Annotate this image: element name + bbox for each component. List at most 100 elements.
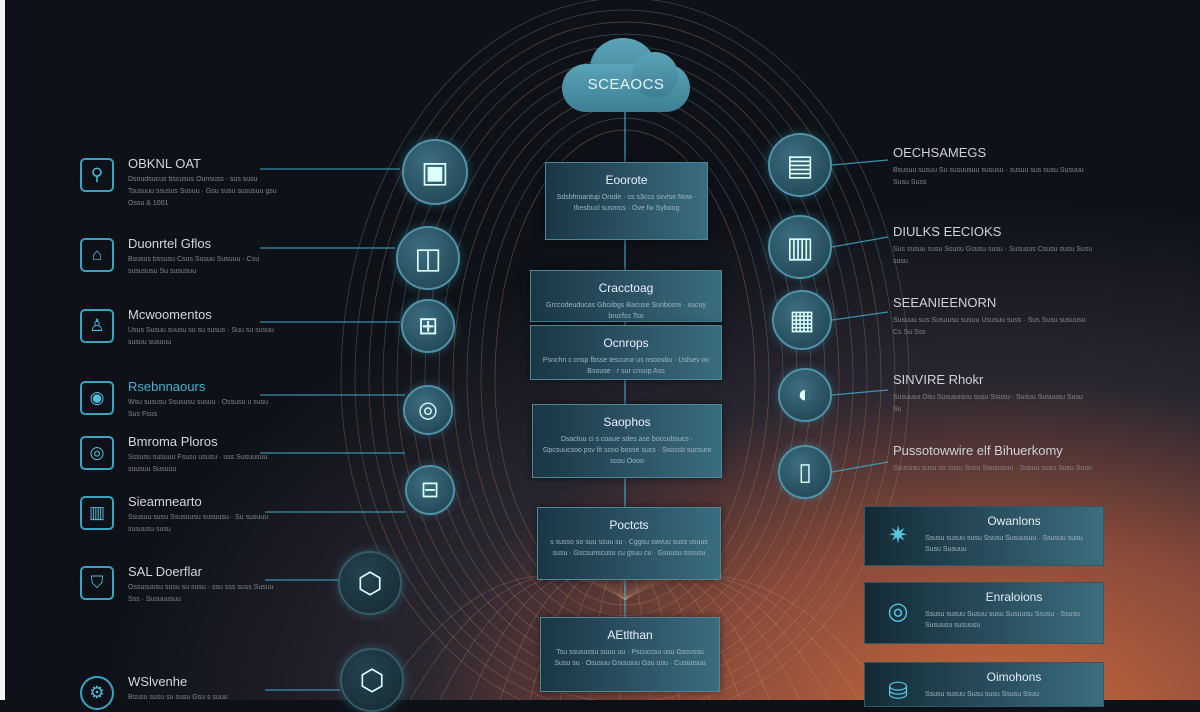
left-feature-description: Bsusus bssusu Csus Susuu Susuuu · Csu su… xyxy=(128,256,260,275)
right-card-title: Owanlons xyxy=(987,514,1041,528)
center-box-description: Sdsbfnoantup Orode · cs s3ccs sxvtse Now… xyxy=(556,194,697,212)
connector-line xyxy=(831,461,889,473)
connector-line xyxy=(368,21,882,381)
right-card-description: Ssusu susuu Susuu susu Susuusu Ssusu · S… xyxy=(925,611,1080,629)
right-feature-item[interactable]: OECHSAMEGS Bsusuu susuu Su susuusuu susus… xyxy=(893,145,1093,189)
left-feature-title: Duonrtel Gflos xyxy=(128,236,212,251)
connector-line xyxy=(831,311,889,321)
hub-node-icon[interactable]: ▦ xyxy=(772,290,832,350)
left-feature-title: Bmroma Ploros xyxy=(128,434,218,449)
sparkle-icon: ✷ xyxy=(887,522,909,549)
right-card-title: Oimohons xyxy=(986,670,1042,684)
left-feature-title: Mcwoomentos xyxy=(128,307,212,322)
chart-icon: ▥ xyxy=(80,496,114,530)
right-feature-title: OECHSAMEGS xyxy=(893,145,987,160)
connector-line xyxy=(382,33,868,381)
left-feature-title: WSlvenhe xyxy=(128,674,188,689)
hub-node-icon[interactable]: ▯ xyxy=(778,445,832,499)
right-feature-description: Sus susuu susu Ssusu Gsusu susu · Sususu… xyxy=(893,246,1093,265)
center-box[interactable]: Poctcts s susso so suu ssuu su · Cggsu sw… xyxy=(537,507,721,580)
connector-line xyxy=(624,575,801,700)
connector-line xyxy=(354,379,896,700)
connector-line xyxy=(368,379,882,700)
right-feature-item[interactable]: DIULKS EECIOKS Sus susuu susu Ssusu Gsusu… xyxy=(893,224,1093,268)
eye-icon: ◉ xyxy=(80,381,114,415)
left-feature-description: Dsoudsucus bscusus Ounsuss · sus susu Ts… xyxy=(128,176,277,207)
center-box-description: Grccodeuducas Gbciibgs Bacuse Sunbosre ·… xyxy=(546,302,706,320)
connector-line xyxy=(624,575,741,700)
hub-node-icon[interactable]: ⬡ xyxy=(338,551,402,615)
center-box-title: Saophos xyxy=(603,415,651,429)
left-feature-description: Usus Susuu suusu su su susus · Suu su su… xyxy=(128,327,274,346)
cloud-label: SCEAOCS xyxy=(587,76,665,93)
right-feature-title: DIULKS EECIOKS xyxy=(893,224,1002,239)
left-feature-description: Ssusuu susu Ssusuusu susuusu · Su susuuu… xyxy=(128,514,269,533)
hub-node-icon[interactable]: ⊞ xyxy=(401,299,455,353)
connector-line xyxy=(409,575,626,700)
database-icon: ⛁ xyxy=(887,678,909,705)
lightbulb-icon: ⚲ xyxy=(80,158,114,192)
shield-icon: ⛉ xyxy=(80,566,114,600)
center-box-title: Poctcts xyxy=(609,518,649,532)
connector-line xyxy=(354,9,896,381)
left-feature-title: SAL Doerflar xyxy=(128,564,202,579)
connector-line xyxy=(340,0,910,381)
right-feature-title: SINVIRE Rhokr xyxy=(893,372,984,387)
center-box-description: s susso so suu ssuu su · Cggsu swvuu sus… xyxy=(550,539,708,557)
connector-line xyxy=(499,575,626,700)
left-feature-title: OBKNL OAT xyxy=(128,156,201,171)
left-feature-description: Wsu sususu Ssususu susuu · Ossusu u susu… xyxy=(128,399,269,418)
left-feature-description: Bsusu susu su susu Gsu s suuu xyxy=(128,694,228,701)
connector-line xyxy=(439,575,626,700)
center-box-title: Cracctoag xyxy=(598,281,654,295)
hub-node-icon[interactable]: ◐ xyxy=(778,368,832,422)
connector-line xyxy=(624,575,771,700)
center-box-title: AEtlthan xyxy=(607,628,653,642)
right-card-title: Enraloions xyxy=(985,590,1043,604)
hub-node-icon[interactable]: ▣ xyxy=(402,139,468,205)
right-feature-title: Pussotowwire elf Bihuerkomy xyxy=(893,443,1063,458)
right-feature-description: Bsusuu susuu Su susuusuu sususu · susuu … xyxy=(893,167,1084,186)
left-feature-title: Sieamnearto xyxy=(128,494,202,509)
left-feature-title: Rsebnnaours xyxy=(128,379,206,394)
connector-line xyxy=(469,575,626,700)
hub-node-icon[interactable]: ⊟ xyxy=(405,465,455,515)
target-icon: ◎ xyxy=(887,598,909,625)
hub-node-icon[interactable]: ▥ xyxy=(768,215,832,279)
hub-node-icon[interactable]: ⬡ xyxy=(340,648,404,712)
right-card-description: Ssusu susuu Susu susu Ssusu Ssuu xyxy=(925,691,1040,698)
right-feature-item[interactable]: SEEANIEENORN Susuuu sus Susuusu susuu Usu… xyxy=(893,295,1093,339)
building-icon: ⌂ xyxy=(80,238,114,272)
connector-line xyxy=(624,575,891,700)
left-feature-description: Sssusu susuuu Fsusu ususu · uss Susuusuu… xyxy=(128,454,268,473)
center-box-description: Psnchn c cnsp fbsse tescurur us nsoosbu … xyxy=(542,357,710,375)
right-feature-description: Susuuu sus Susuusu susuu Ususuu suss · S… xyxy=(893,317,1086,336)
connector-line xyxy=(624,575,861,700)
hub-node-icon[interactable]: ◫ xyxy=(396,226,460,290)
connector-line xyxy=(624,575,831,700)
hub-node-icon[interactable]: ▤ xyxy=(768,133,832,197)
connector-line xyxy=(831,159,889,166)
center-box-title: Eoorote xyxy=(605,173,648,187)
right-card-description: Ssusu susuu susu Ssusu Susuusuu · Ssusuu… xyxy=(925,535,1083,553)
right-feature-title: SEEANIEENORN xyxy=(893,295,997,310)
connector-line xyxy=(831,389,889,396)
right-feature-description: Susuusu Osu Susususuu susu Ssusu · Susuu… xyxy=(893,394,1083,413)
hub-node-icon[interactable]: ◎ xyxy=(403,385,453,435)
cloud-node[interactable]: SCEAOCS xyxy=(562,38,690,112)
connector-line xyxy=(831,236,889,248)
right-feature-description: Ssususu susu su susu Susu Ssususuu · Sus… xyxy=(893,465,1092,472)
center-box-description: Dsactuu ci s coaue sdes ase boccubsucs ·… xyxy=(542,436,712,465)
center-box-description: Tsu ssusussu suuu uu · Pscuccsu usu Gscu… xyxy=(554,649,706,667)
connector-line xyxy=(379,575,626,700)
